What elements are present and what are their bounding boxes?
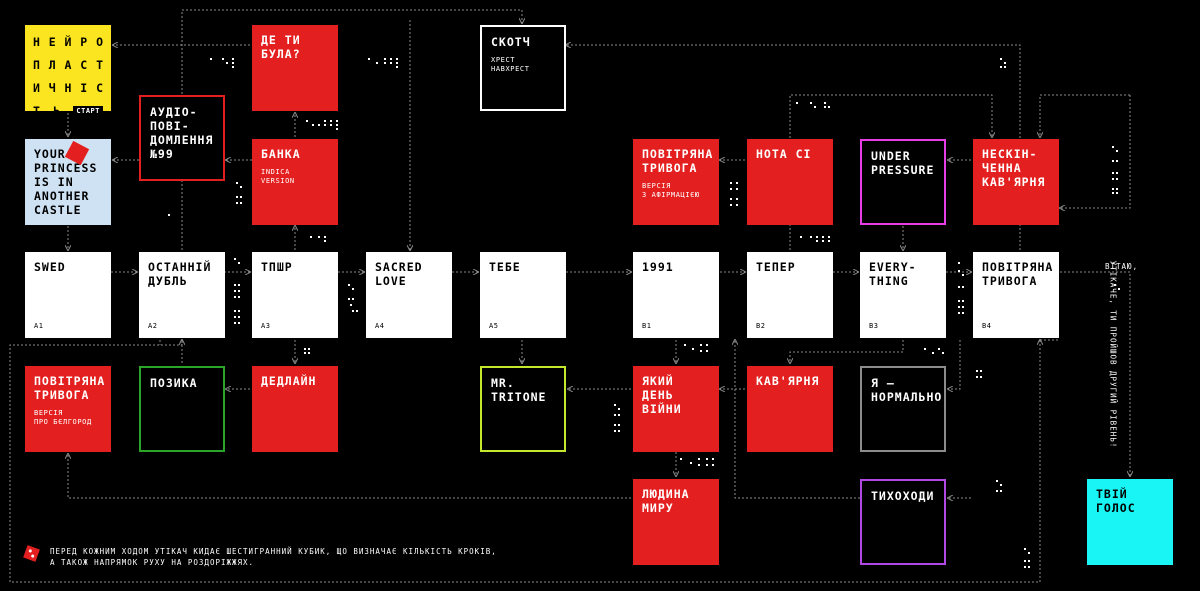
tile-subtitle: ВЕРСІЯ З АФІРМАЦІЄЮ — [642, 182, 700, 199]
win-text-line1: ВІТАЮ, — [1105, 262, 1139, 271]
tile-title: ЯКИЙ ДЕНЬ ВІЙНИ — [642, 374, 682, 416]
tile-teper[interactable]: ТЕПЕР B2 — [747, 252, 833, 338]
tile-dedlain[interactable]: ДЕДЛАЙН — [252, 366, 338, 452]
tile-code: B4 — [982, 322, 992, 330]
tile-under-pressure[interactable]: UNDER PRESSURE — [860, 139, 946, 225]
logo-char: Л — [48, 58, 56, 72]
logo-char: П — [33, 58, 40, 72]
logo-char: С — [96, 81, 103, 95]
logo-char: Н — [33, 35, 40, 49]
tile-title: БАНКА — [261, 147, 301, 161]
tile-subtitle: ХРЕСТ НАВХРЕСТ — [491, 56, 530, 73]
tile-title: НОТА СІ — [756, 147, 812, 161]
rules-footnote: ПЕРЕД КОЖНИМ ХОДОМ УТІКАЧ КИДАЄ ШЕСТИГРА… — [50, 547, 497, 567]
win-text-line2: УТІКАЧЕ, ТИ ПРОЙШОВ ДРУГИЙ РІВЕНЬ! — [1108, 260, 1118, 449]
logo-char: И — [33, 81, 40, 95]
tile-povitriana-tryvoga-bielgorod[interactable]: ПОВІТРЯНА ТРИВОГА ВЕРСІЯ ПРО БЄЛГОРОД — [25, 366, 111, 452]
tile-code: A3 — [261, 322, 271, 330]
tile-subtitle: ВЕРСІЯ ПРО БЄЛГОРОД — [34, 409, 92, 426]
tile-title: ПОВІТРЯНА ТРИВОГА — [642, 147, 714, 175]
tile-povitriana-tryvoga-b4[interactable]: ПОВІТРЯНА ТРИВОГА B4 — [973, 252, 1059, 338]
tile-title: ТЕБЕ — [489, 260, 521, 274]
tile-title: ДЕ ТИ БУЛА? — [261, 33, 301, 61]
logo-char: Т — [33, 104, 40, 118]
tile-title: ДЕДЛАЙН — [261, 374, 317, 388]
logo-char: Т — [96, 58, 103, 72]
tile-code: B3 — [869, 322, 879, 330]
tile-audio-message-99[interactable]: АУДІО- ПОВІ- ДОМЛЕННЯ №99 — [139, 95, 225, 181]
tile-title: ТИХОХОДИ — [871, 489, 935, 503]
logo-char: Е — [48, 35, 56, 49]
logo-char: Й — [64, 35, 72, 49]
tile-title: 1991 — [642, 260, 674, 274]
logo-char: А — [64, 58, 72, 72]
tile-neskinchenna-kavyarnia[interactable]: НЕСКІН- ЧЕННА КАВ'ЯРНЯ — [973, 139, 1059, 225]
tile-1991[interactable]: 1991 B1 — [633, 252, 719, 338]
logo-row-1: Н Е Й Р О — [33, 31, 103, 54]
tile-title: ЛЮДИНА МИРУ — [642, 487, 690, 515]
tile-banka[interactable]: БАНКА INDICA VERSION — [252, 139, 338, 225]
tile-title: ПОВІТРЯНА ТРИВОГА — [34, 374, 106, 402]
tile-povitriana-tryvoga-affirmation[interactable]: ПОВІТРЯНА ТРИВОГА ВЕРСІЯ З АФІРМАЦІЄЮ — [633, 139, 719, 225]
tile-title: SWED — [34, 260, 66, 274]
tile-everything[interactable]: EVERY- THING B3 — [860, 252, 946, 338]
logo-char: Р — [80, 35, 88, 49]
tile-tpshchr[interactable]: ТПШР A3 — [252, 252, 338, 338]
tile-tykhokhody[interactable]: ТИХОХОДИ — [860, 479, 946, 565]
tile-skotch[interactable]: СКОТЧ ХРЕСТ НАВХРЕСТ — [480, 25, 566, 111]
logo-char: І — [80, 81, 88, 95]
tile-sacred-love[interactable]: SACRED LOVE A4 — [366, 252, 452, 338]
logo-char: Ь — [53, 104, 61, 118]
logo-char: О — [96, 35, 103, 49]
tile-title: АУДІО- ПОВІ- ДОМЛЕННЯ №99 — [150, 105, 214, 161]
logo-char: С — [80, 58, 88, 72]
tile-mr-tritone[interactable]: MR. TRITONE — [480, 366, 566, 452]
tile-yakyi-den-viiny[interactable]: ЯКИЙ ДЕНЬ ВІЙНИ — [633, 366, 719, 452]
logo-row-2: П Л А С Т — [33, 54, 103, 77]
tile-code: A5 — [489, 322, 499, 330]
tile-pozyka[interactable]: ПОЗИКА — [139, 366, 225, 452]
tile-title: UNDER PRESSURE — [871, 149, 935, 177]
tile-de-ty-bula[interactable]: ДЕ ТИ БУЛА? — [252, 25, 338, 111]
tile-code: B2 — [756, 322, 766, 330]
tile-title: ОСТАННІЙ ДУБЛЬ — [148, 260, 212, 288]
tile-tviy-holos-finish[interactable]: ТВІЙ ГОЛОС — [1087, 479, 1173, 565]
tile-kavyarnia[interactable]: КАВ'ЯРНЯ — [747, 366, 833, 452]
tile-title: НЕСКІН- ЧЕННА КАВ'ЯРНЯ — [982, 147, 1046, 189]
start-logo-tile[interactable]: Н Е Й Р О П Л А С Т И Ч Н І С Т Ь СТАРТ — [25, 25, 111, 118]
tile-title: ПОВІТРЯНА ТРИВОГА — [982, 260, 1054, 288]
logo-char: Н — [64, 81, 72, 95]
tile-title: ТВІЙ ГОЛОС — [1096, 487, 1136, 515]
tile-code: A4 — [375, 322, 385, 330]
tile-code: A1 — [34, 322, 44, 330]
tile-liudyna-myru[interactable]: ЛЮДИНА МИРУ — [633, 479, 719, 565]
tile-title: ПОЗИКА — [150, 376, 198, 390]
tile-title: СКОТЧ — [491, 35, 531, 49]
tile-ostanniy-dubl[interactable]: ОСТАННІЙ ДУБЛЬ A2 — [139, 252, 225, 338]
logo-row-4: Т Ь СТАРТ — [33, 100, 103, 123]
start-badge: СТАРТ — [73, 106, 103, 117]
tile-code: A2 — [148, 322, 158, 330]
logo-row-3: И Ч Н І С — [33, 77, 103, 100]
logo-char: Ч — [48, 81, 56, 95]
tile-subtitle: INDICA VERSION — [261, 168, 295, 185]
tile-title: SACRED LOVE — [375, 260, 423, 288]
tile-nota-si[interactable]: НОТА СІ — [747, 139, 833, 225]
tile-title: EVERY- THING — [869, 260, 917, 288]
tile-title: Я — НОРМАЛЬНО — [871, 376, 943, 404]
tile-title: ТЕПЕР — [756, 260, 796, 274]
tile-ya-normalno[interactable]: Я — НОРМАЛЬНО — [860, 366, 946, 452]
tile-title: КАВ'ЯРНЯ — [756, 374, 820, 388]
tile-title: MR. TRITONE — [491, 376, 547, 404]
tile-code: B1 — [642, 322, 652, 330]
tile-title: ТПШР — [261, 260, 293, 274]
tile-tebe[interactable]: ТЕБЕ A5 — [480, 252, 566, 338]
dice-icon — [23, 545, 40, 562]
tile-swed[interactable]: SWED A1 — [25, 252, 111, 338]
